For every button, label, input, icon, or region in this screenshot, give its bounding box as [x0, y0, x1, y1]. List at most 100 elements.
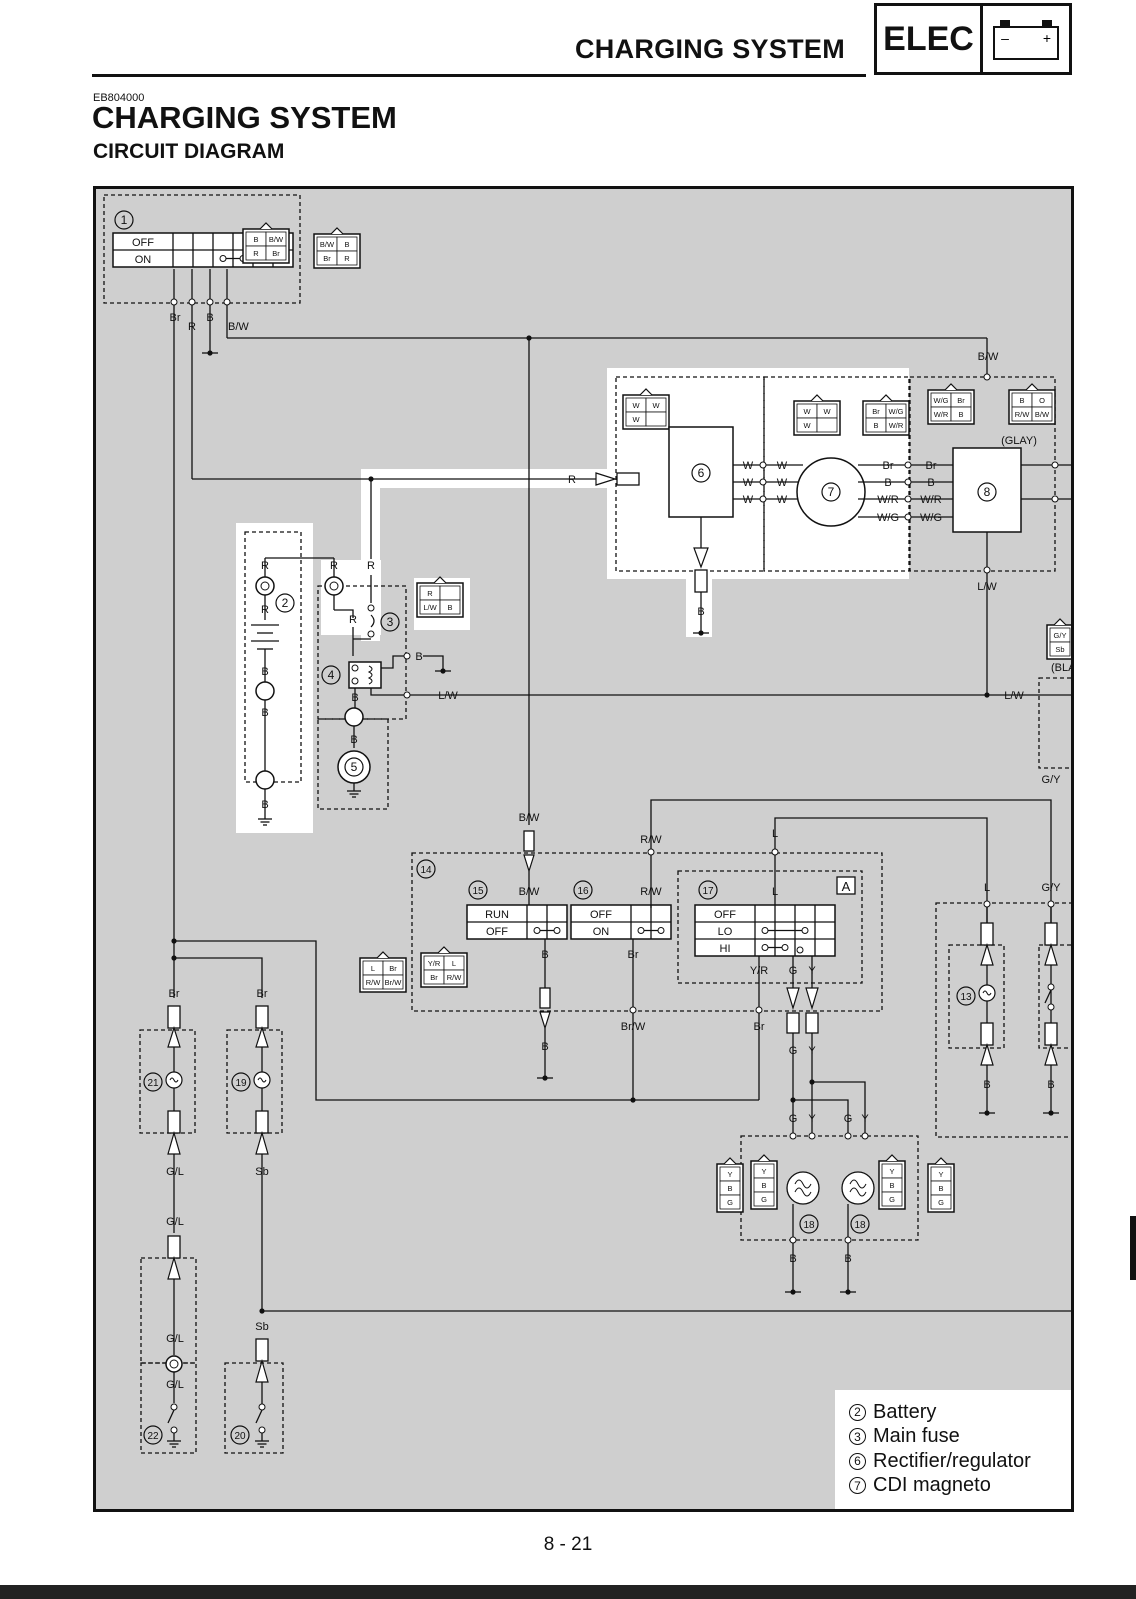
plug-body [255, 1338, 269, 1362]
wire-label: L/W [977, 581, 997, 593]
component-number-circle [821, 482, 841, 502]
connector-pin-label: B [761, 1181, 766, 1190]
terminal [258, 1403, 266, 1411]
wire-label: W [743, 477, 754, 489]
terminal [801, 927, 809, 934]
component-number: 15 [472, 886, 484, 897]
connector-latch [810, 394, 824, 402]
wire-label: R [349, 614, 357, 626]
connector-pin-label: G [889, 1195, 895, 1204]
section-title: CHARGING SYSTEM [575, 34, 846, 64]
headlight-icon [841, 1171, 875, 1205]
wire-label: Br [628, 949, 639, 961]
connector-pin-label: B/W [320, 240, 335, 249]
terminal [904, 461, 912, 469]
terminal [629, 1006, 637, 1014]
connector-pin-label: R/W [1015, 410, 1031, 419]
wire-label: G [789, 1113, 798, 1125]
connector-pin [439, 585, 461, 601]
component-number: 7 [828, 485, 835, 499]
connector-ring-inner [169, 1359, 179, 1369]
terminal [904, 495, 912, 503]
fuse-icon [370, 614, 375, 628]
terminal [367, 604, 375, 612]
wire-label: L [772, 828, 778, 840]
connector-pin [439, 599, 461, 615]
wire-label: W [743, 460, 754, 472]
switch-position-label: OFF [714, 909, 736, 921]
terminal [533, 927, 541, 934]
connector-pin-label: Y [727, 1170, 732, 1179]
document-code: EB804000 [93, 92, 145, 104]
plug-arrow [167, 1130, 181, 1155]
wire-br [174, 957, 263, 998]
headlight-icon [786, 1171, 820, 1205]
wire-label: B [415, 651, 422, 663]
connector-pin-label: L [452, 959, 456, 968]
terminal [796, 946, 804, 954]
component-number-circle [143, 1072, 163, 1092]
component-number: 8 [984, 485, 991, 499]
terminal [904, 478, 912, 486]
legend-number: 3 [849, 1428, 866, 1446]
connector-latch [376, 951, 390, 959]
legend-number: 7 [849, 1477, 866, 1495]
battery-plus: + [1043, 30, 1051, 46]
legend-label: CDI magneto [873, 1474, 991, 1497]
switch-lever [167, 1409, 175, 1424]
plug-body [167, 1235, 181, 1259]
indicator-13-group [948, 944, 1005, 1049]
connector-pin-label: Sb [1055, 645, 1064, 654]
connector-pin [443, 969, 465, 985]
connector-pin-label: Y [938, 1170, 943, 1179]
connector-pin-label: R [253, 249, 259, 258]
lamp-filament [257, 1077, 267, 1083]
connector-pin-label: R [344, 254, 350, 263]
plug-body [539, 987, 551, 1009]
wire-label: R/W [640, 886, 662, 898]
component-number: 21 [147, 1078, 159, 1089]
switch-22-lower-group [140, 1362, 197, 1454]
wire-label: Br [926, 460, 937, 472]
component-number-circle [231, 1072, 251, 1092]
page-subtitle: CIRCUIT DIAGRAM [93, 140, 285, 163]
wire-b [381, 655, 407, 669]
plug-body [980, 922, 994, 946]
wire-label: B [261, 707, 268, 719]
connector-pin-label: B/W [1035, 410, 1050, 419]
wire-label: R [261, 604, 269, 616]
connector-pin-label: L [371, 964, 375, 973]
connector-pin-label: B [938, 1184, 943, 1193]
connector-latch [944, 383, 958, 391]
wire-label: B/W [228, 321, 249, 333]
relay-coil [367, 665, 373, 685]
component-number-circle [380, 612, 400, 632]
terminal [657, 927, 665, 934]
wire-label: B/W [519, 812, 540, 824]
battery-terminal-inner [329, 581, 339, 591]
connector-pin-label: Br [872, 407, 880, 416]
terminal [781, 944, 789, 951]
circuit-diagram: 1OFFONBB/WRBrB/WBBrRBrRBB/WB/WB/WB/WRWWW… [93, 186, 1074, 1512]
terminal [861, 1132, 869, 1140]
wire-label: B [261, 799, 268, 811]
connector-pin-label: Y [889, 1167, 894, 1176]
terminal [904, 513, 912, 521]
starter-relay-group [317, 585, 407, 720]
terminal [351, 664, 359, 672]
terminal [403, 652, 411, 660]
component-number: 6 [698, 466, 705, 480]
legend-number: 2 [849, 1403, 866, 1421]
connector-pin [816, 417, 838, 433]
wire-label: G/L [166, 1166, 184, 1178]
component-number: 17 [702, 886, 714, 897]
terminal [647, 848, 655, 856]
plug-arrow [255, 1130, 269, 1155]
wire-label: G [789, 965, 798, 977]
connector-pin [265, 245, 287, 261]
connector-pin-label: B/W [269, 235, 284, 244]
terminal [983, 900, 991, 908]
connector-pin-label: W [652, 401, 660, 410]
